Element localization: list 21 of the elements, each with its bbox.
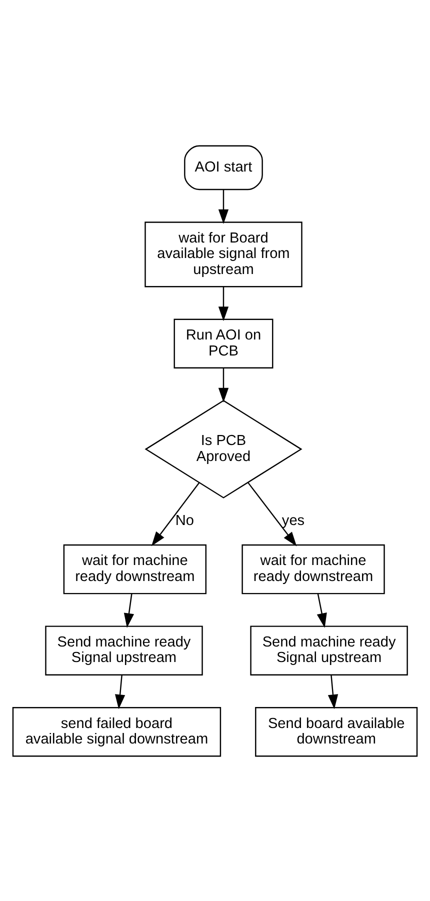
arrow — [151, 482, 200, 546]
node-box: AOI start — [184, 144, 263, 190]
node-diamond: Is PCB Aproved — [144, 399, 302, 498]
node-box: Send board available downstream — [255, 706, 418, 756]
edge-label: yes — [282, 512, 305, 529]
node-box: Run AOI on PCB — [174, 318, 274, 368]
arrow — [124, 593, 134, 628]
edge-label: No — [175, 512, 194, 529]
node-box: wait for Board available signal from upstream — [144, 221, 302, 287]
node-box: wait for machine ready downstream — [242, 544, 385, 594]
arrow — [114, 674, 126, 709]
arrow — [218, 286, 229, 321]
node-box: Send machine ready Signal upstream — [250, 625, 408, 675]
node-box: Send machine ready Signal upstream — [45, 625, 203, 675]
arrow — [316, 593, 327, 628]
arrow — [248, 482, 297, 546]
node-box: wait for machine ready downstream — [63, 544, 206, 594]
node-box: send failed board available signal downstream — [12, 706, 222, 756]
arrow — [218, 189, 229, 224]
arrow — [328, 674, 338, 709]
arrow — [218, 368, 229, 402]
